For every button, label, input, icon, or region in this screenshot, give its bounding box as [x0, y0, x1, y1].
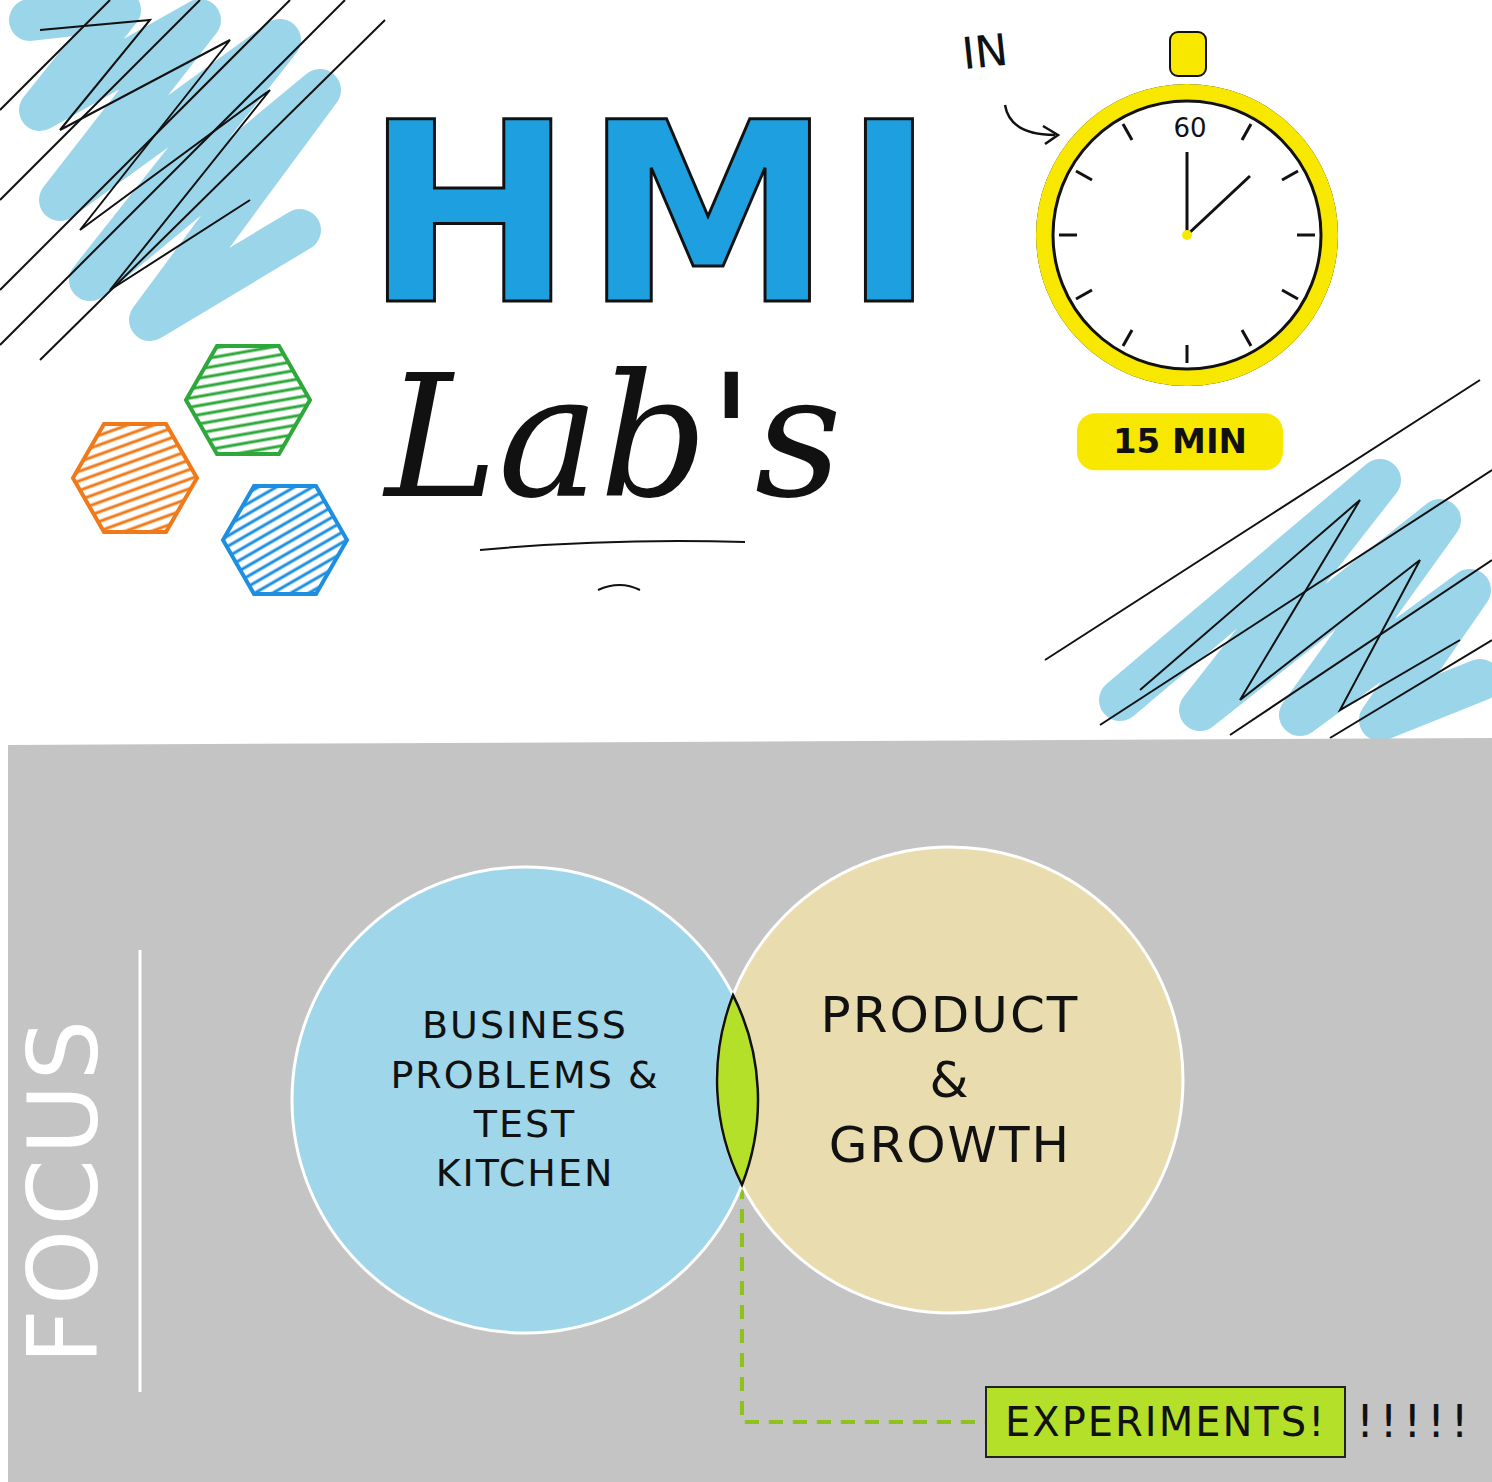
focus-divider: [139, 950, 142, 1392]
focus-circle: PRODUCT & GROWTH: [715, 845, 1185, 1315]
pointer-label: IN: [960, 26, 1011, 79]
hexagon-logo: [73, 346, 347, 594]
subtitle-script: Lab's: [385, 340, 842, 536]
overlap-shape: [717, 995, 758, 1185]
circle-label: BUSINESS PROBLEMS & TEST KITCHEN: [390, 1001, 660, 1199]
stopwatch: [1005, 32, 1337, 385]
circle-shape: [292, 867, 758, 1333]
circle-shape: [717, 847, 1183, 1313]
focus-circle: BUSINESS PROBLEMS & TEST KITCHEN: [290, 865, 760, 1335]
box-label: EXPERIMENTS!: [1005, 1398, 1326, 1446]
circle-label: PRODUCT & GROWTH: [815, 983, 1085, 1178]
underline: [480, 541, 745, 590]
title-text: HMI: [364, 90, 945, 340]
vertical-heading: FOCUS: [16, 1015, 112, 1364]
emphasis-marks: !!!!!: [1356, 1398, 1474, 1446]
highlight-box: EXPERIMENTS!: [985, 1386, 1346, 1458]
focus-panel: [8, 738, 1492, 1482]
duration-badge: 15 MIN: [1077, 413, 1283, 470]
dial-number: 60: [1173, 115, 1206, 141]
corner-scribble: [0, 0, 385, 360]
corner-scribble: [1045, 380, 1492, 738]
circle-outline: [290, 865, 760, 1335]
